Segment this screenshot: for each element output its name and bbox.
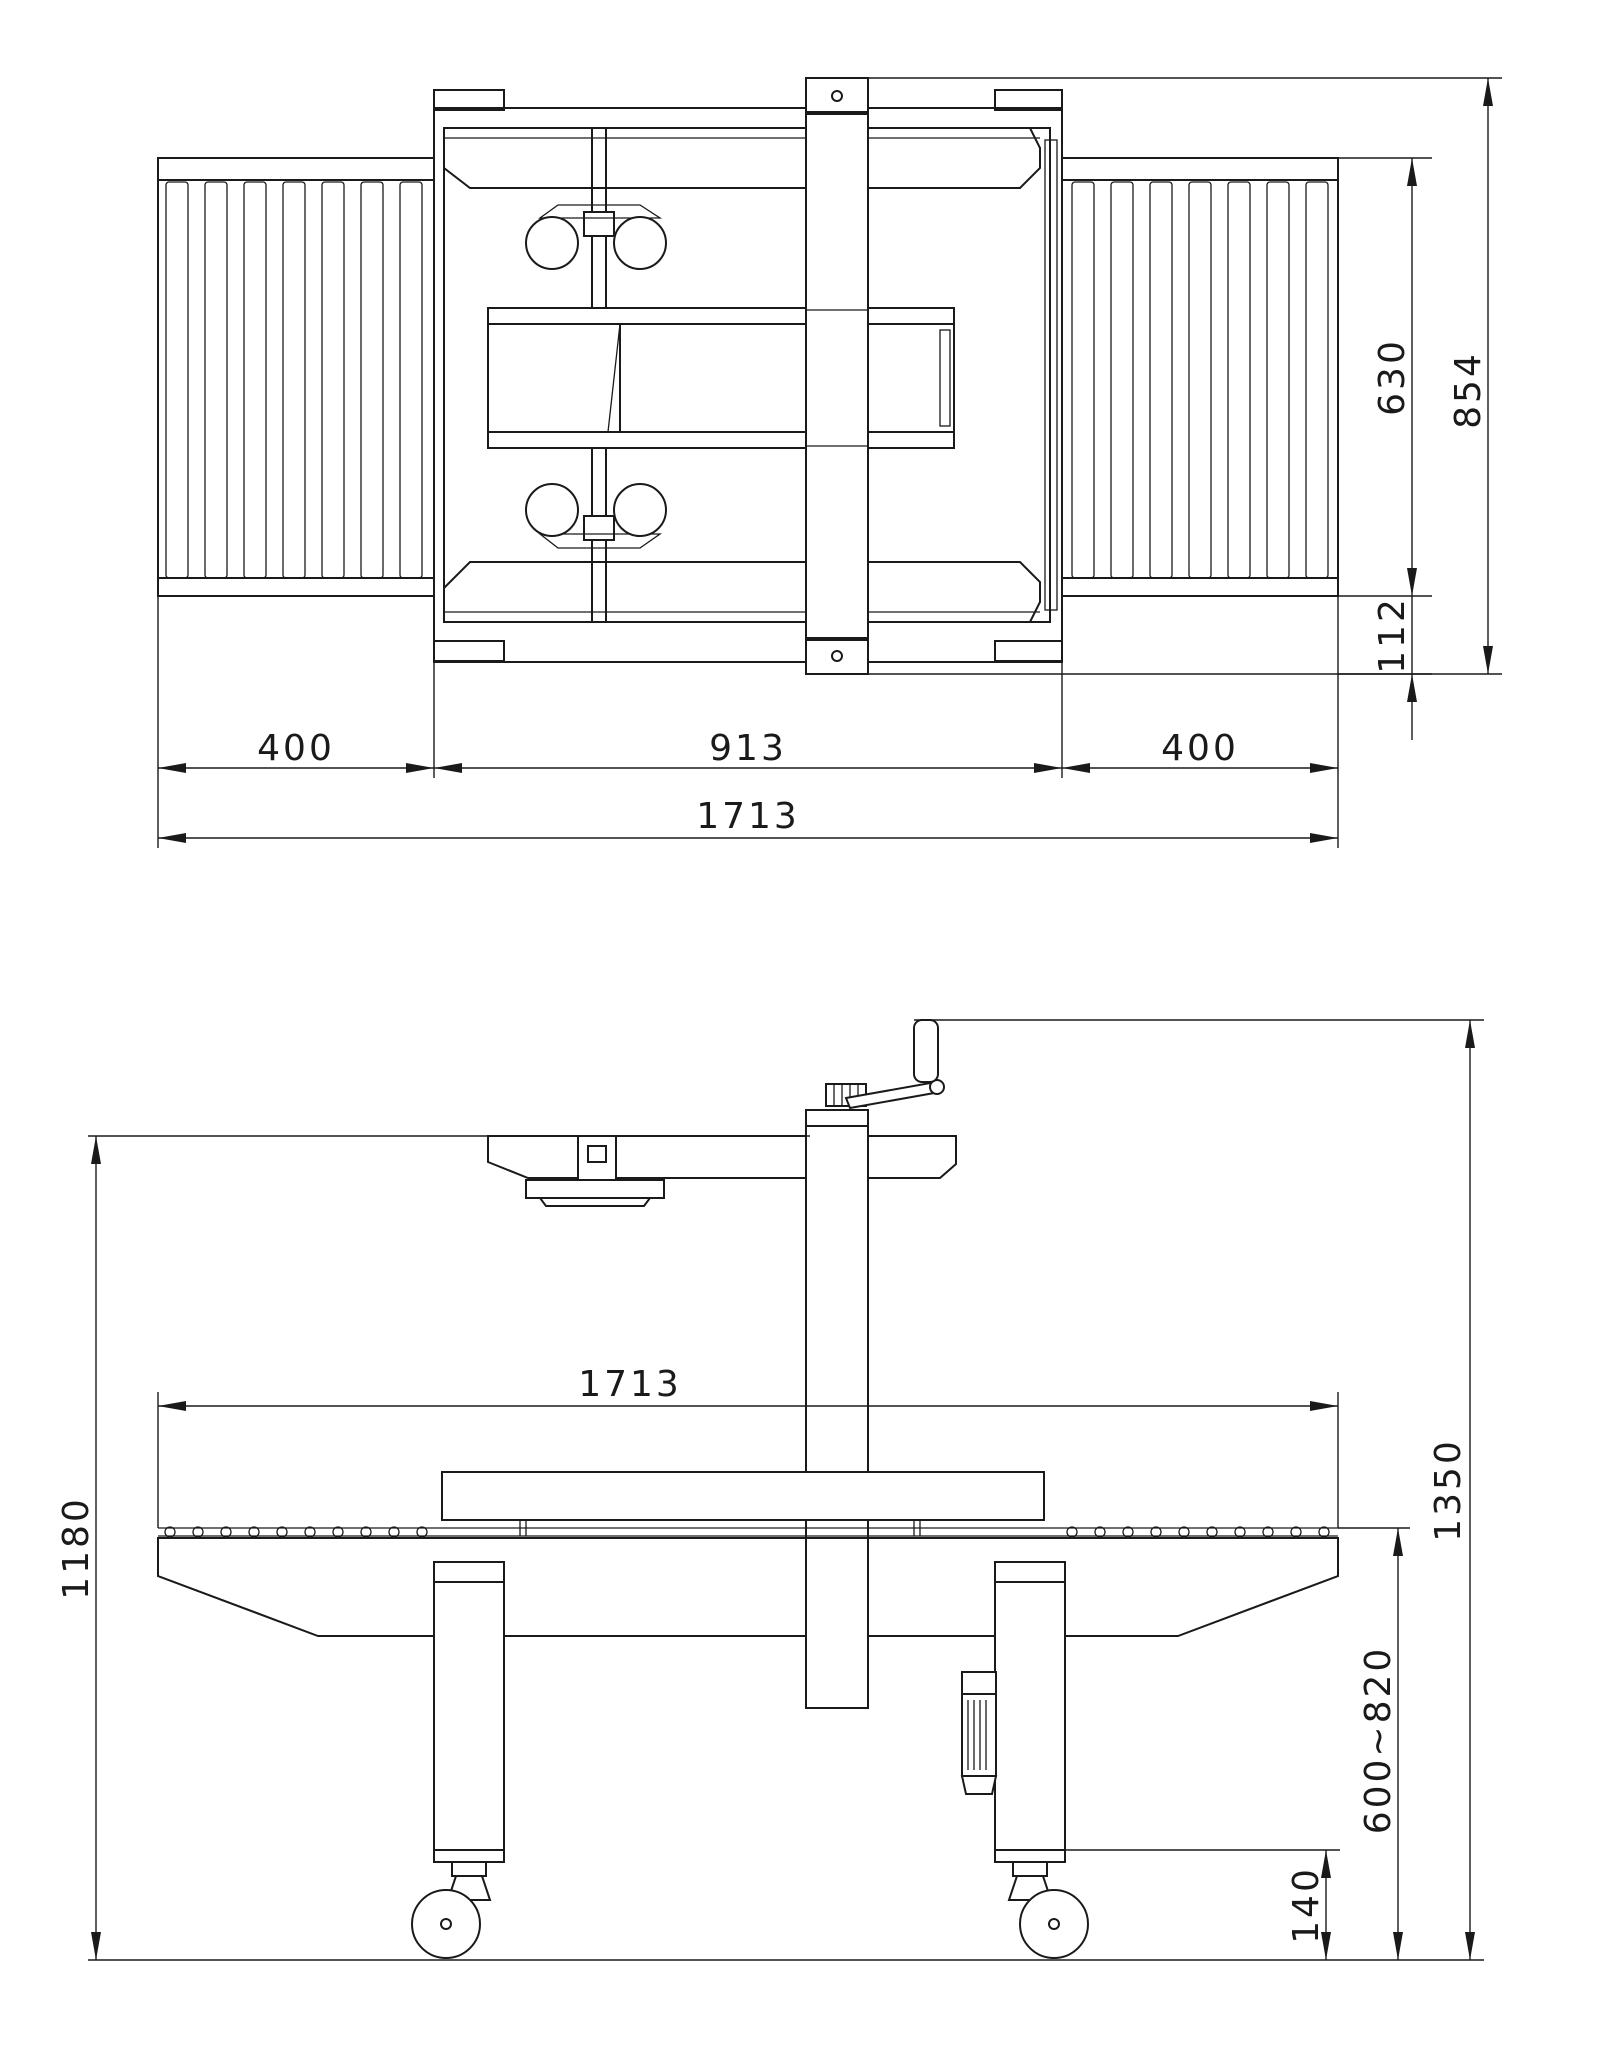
right-caster bbox=[1007, 1861, 1089, 1959]
dim-center-frame-length: 913 bbox=[709, 728, 787, 769]
column-beam-top bbox=[805, 77, 869, 675]
dim-frame-offset: 112 bbox=[1372, 596, 1413, 674]
left-caster bbox=[411, 1861, 492, 1959]
top-head-side bbox=[487, 1135, 957, 1207]
side-view-dimension-lines bbox=[91, 1020, 1475, 1960]
dim-head-height: 1180 bbox=[56, 1496, 97, 1600]
side-view: 1713 1180 1350 600~820 140 bbox=[56, 1019, 1484, 1961]
roller-row-side bbox=[158, 1526, 1338, 1538]
top-view-dimensions-horizontal bbox=[158, 763, 1338, 843]
right-roller-conveyor bbox=[1061, 157, 1339, 597]
dim-right-conveyor-length: 400 bbox=[1161, 728, 1239, 769]
crank-handle bbox=[825, 1019, 945, 1110]
side-view-extension-lines bbox=[88, 1019, 1484, 1851]
top-taping-head bbox=[487, 307, 955, 449]
dim-total-length-top: 1713 bbox=[696, 796, 800, 837]
right-leg bbox=[994, 1561, 1066, 1863]
table-frame-side bbox=[157, 1537, 1339, 1709]
top-view: 400 913 400 1713 630 112 854 bbox=[157, 77, 1502, 848]
top-view-dimensions-vertical bbox=[1338, 78, 1493, 740]
left-roller-conveyor bbox=[157, 157, 435, 597]
main-frame-top bbox=[433, 89, 1063, 663]
dim-handle-height: 1350 bbox=[1428, 1438, 1469, 1542]
box-guide-side bbox=[441, 1471, 1045, 1536]
dim-total-width: 854 bbox=[1448, 351, 1489, 429]
dim-left-conveyor-length: 400 bbox=[257, 728, 335, 769]
dim-conveyor-width: 630 bbox=[1372, 338, 1413, 416]
dim-table-height: 600~820 bbox=[1358, 1646, 1399, 1835]
dim-caster-height: 140 bbox=[1286, 1866, 1327, 1944]
dim-total-length-side: 1713 bbox=[578, 1364, 682, 1405]
drive-motor bbox=[960, 1671, 998, 1795]
left-leg bbox=[433, 1561, 505, 1863]
